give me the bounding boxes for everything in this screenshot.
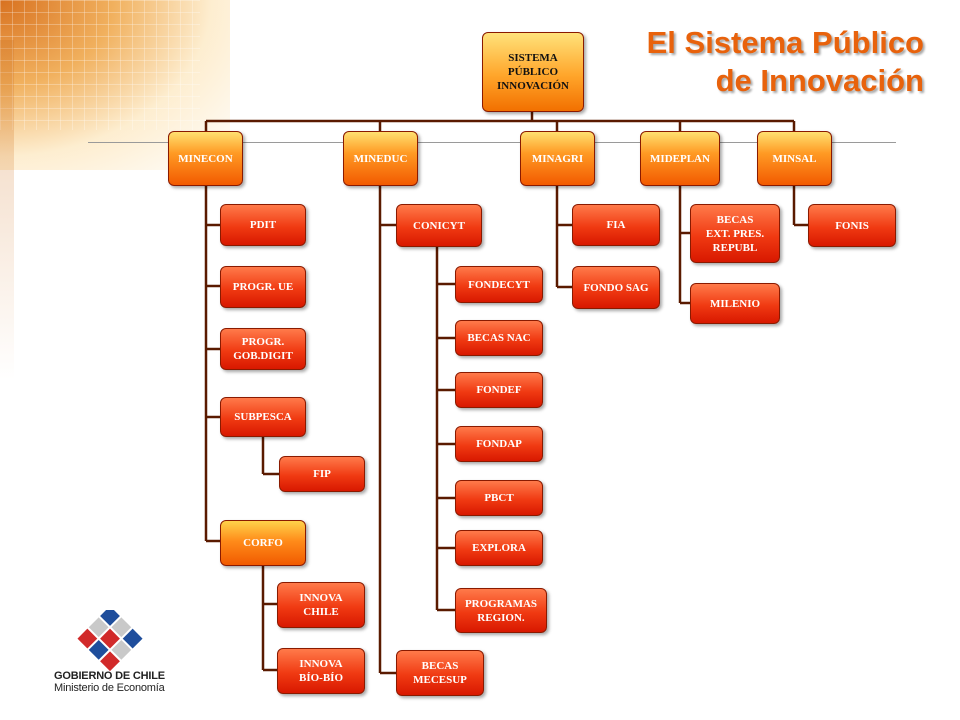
unit-fia: FIA: [572, 204, 660, 246]
unit-fondef: FONDEF: [455, 372, 543, 408]
ministry-mineduc: MINEDUC: [343, 131, 418, 186]
unit-fondecyt: FONDECYT: [455, 266, 543, 303]
unit-explora: EXPLORA: [455, 530, 543, 566]
unit-progr-ue: PROGR. UE: [220, 266, 306, 308]
unit-fonis: FONIS: [808, 204, 896, 247]
ministry-name: Ministerio de Economía: [54, 682, 165, 694]
root-sistema-publico: SISTEMA PÚBLICO INNOVACIÓN: [482, 32, 584, 112]
ministry-mideplan: MIDEPLAN: [640, 131, 720, 186]
unit-pbct: PBCT: [455, 480, 543, 516]
unit-corfo: CORFO: [220, 520, 306, 566]
root-line-3: INNOVACIÓN: [497, 80, 569, 92]
unit-progr-gob-digit: PROGR.GOB.DIGIT: [220, 328, 306, 370]
unit-subpesca: SUBPESCA: [220, 397, 306, 437]
unit-milenio: MILENIO: [690, 283, 780, 324]
horizontal-rule: [88, 142, 896, 143]
side-decoration-strip: [0, 40, 14, 380]
gobierno-de-chile-logo: [77, 610, 143, 672]
ministry-minsal: MINSAL: [757, 131, 832, 186]
unit-pdit: PDIT: [220, 204, 306, 246]
corner-grid-pattern: [0, 0, 200, 130]
ministry-minecon: MINECON: [168, 131, 243, 186]
root-line-2: PÚBLICO: [507, 66, 559, 78]
ministry-minagri: MINAGRI: [520, 131, 595, 186]
slide-title: El Sistema Público de Innovación: [647, 24, 924, 100]
unit-fondap: FONDAP: [455, 426, 543, 462]
unit-fondo-sag: FONDO SAG: [572, 266, 660, 309]
title-line-1: El Sistema Público: [646, 25, 924, 60]
title-line-2: de Innovación: [715, 63, 924, 98]
unit-fip: FIP: [279, 456, 365, 492]
gov-name: GOBIERNO DE CHILE: [54, 670, 165, 682]
unit-conicyt: CONICYT: [396, 204, 482, 247]
root-line-1: SISTEMA: [508, 52, 558, 64]
unit-becas-nac: BECAS NAC: [455, 320, 543, 356]
